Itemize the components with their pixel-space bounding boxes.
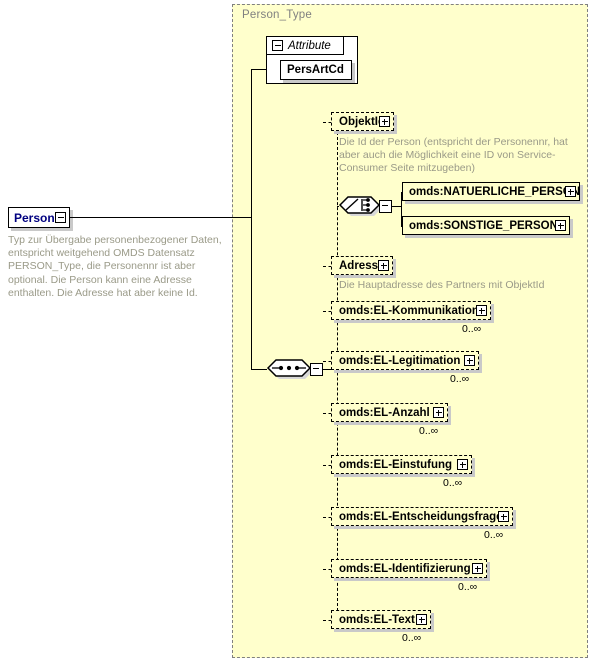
- attribute-group-label: Attribute: [288, 40, 331, 52]
- cardinality-el-identifizierung: 0..∞: [458, 581, 478, 593]
- cardinality-el-text: 0..∞: [402, 632, 422, 644]
- cardinality-el-anzahl: 0..∞: [419, 425, 439, 437]
- connector-choice-in: [337, 206, 339, 207]
- element-label-natuerliche-person: omds:NATUERLICHE_PERSON: [409, 186, 581, 198]
- connector-el-kommunikation: [323, 311, 337, 312]
- expand-icon-objektid[interactable]: [379, 116, 390, 127]
- collapse-icon-choice[interactable]: [379, 200, 392, 213]
- connector-el-einstufung: [323, 465, 337, 466]
- attribute-item-persartcd[interactable]: [280, 60, 352, 80]
- connector-choice-bus: [401, 192, 402, 226]
- type-container-person-type: [232, 4, 588, 658]
- attribute-group-header[interactable]: [266, 36, 344, 55]
- element-node-el-entscheidungsfrage[interactable]: [331, 504, 516, 526]
- cardinality-el-legitimation: 0..∞: [450, 373, 470, 385]
- root-element-annotation: Typ zur Übergabe personenbezogener Daten…: [8, 234, 222, 299]
- connector-el-identifizierung: [323, 569, 337, 570]
- cardinality-el-einstufung: 0..∞: [443, 477, 463, 489]
- connector-trunk-upper: [251, 69, 252, 218]
- connector-sequence-out: [323, 369, 337, 370]
- connector-el-anzahl: [323, 413, 337, 414]
- element-node-sonstige-person[interactable]: [402, 216, 570, 235]
- element-node-el-identifizierung[interactable]: [331, 556, 490, 578]
- element-node-el-text[interactable]: [331, 607, 434, 629]
- element-node-el-legitimation[interactable]: [331, 348, 482, 370]
- element-label-el-identifizierung: omds:EL-Identifizierung: [339, 563, 471, 575]
- element-label-el-anzahl: omds:EL-Anzahl: [339, 407, 430, 419]
- connector-to-attribute-panel: [251, 69, 267, 70]
- expand-icon-el-legitimation[interactable]: [464, 355, 475, 366]
- connector-choice-out: [392, 206, 401, 207]
- element-annotation-adresse: Die Hauptadresse des Partners mit Objekt…: [339, 279, 545, 291]
- connector-adresse: [323, 266, 337, 267]
- element-label-el-kommunikation: omds:EL-Kommunikation: [339, 305, 479, 317]
- expand-icon-natuerliche-person[interactable]: [565, 186, 576, 197]
- element-label-sonstige-person: omds:SONSTIGE_PERSON: [409, 220, 558, 232]
- element-label-el-entscheidungsfrage: omds:EL-Entscheidungsfrage: [339, 511, 503, 523]
- connector-sequence-bus: [337, 122, 338, 626]
- attribute-item-label: PersArtCd: [287, 64, 344, 76]
- element-node-objektid[interactable]: [331, 112, 394, 131]
- connector-trunk-lower: [251, 217, 252, 369]
- element-node-natuerliche-person[interactable]: [402, 182, 580, 201]
- expand-icon-el-identifizierung[interactable]: [472, 563, 483, 574]
- element-label-el-legitimation: omds:EL-Legitimation: [339, 355, 461, 367]
- expand-icon-el-kommunikation[interactable]: [476, 305, 487, 316]
- connector-el-legitimation: [323, 361, 337, 362]
- element-node-el-kommunikation[interactable]: [331, 298, 494, 320]
- collapse-icon-attribute[interactable]: [272, 40, 283, 51]
- cardinality-el-entscheidungsfrage: 0..∞: [484, 529, 504, 541]
- connector-objektid: [323, 122, 337, 123]
- collapse-icon-root[interactable]: [55, 212, 66, 223]
- expand-icon-el-entscheidungsfrage[interactable]: [498, 511, 509, 522]
- root-element-label: Person: [14, 211, 55, 225]
- expand-icon-adresse[interactable]: [378, 260, 389, 271]
- connector-el-text: [323, 620, 337, 621]
- element-label-el-einstufung: omds:EL-Einstufung: [339, 459, 453, 471]
- expand-icon-el-anzahl[interactable]: [433, 407, 444, 418]
- cardinality-el-kommunikation: 0..∞: [462, 323, 482, 335]
- collapse-icon-sequence[interactable]: [310, 363, 323, 376]
- element-label-objektid: ObjektId: [339, 116, 386, 128]
- choice-compositor-icon[interactable]: [338, 194, 384, 219]
- element-node-adresse[interactable]: [331, 256, 393, 275]
- connector-root-to-type: [69, 217, 251, 218]
- element-annotation-objektid: Die Id der Person (entspricht der Person…: [339, 136, 568, 175]
- element-label-el-text: omds:EL-Text: [339, 614, 415, 626]
- connector-to-sequence: [251, 369, 267, 370]
- expand-icon-el-text[interactable]: [416, 614, 427, 625]
- expand-icon-el-einstufung[interactable]: [457, 459, 468, 470]
- element-label-adresse: Adresse: [339, 260, 385, 272]
- connector-el-entscheidungsfrage: [323, 517, 337, 518]
- expand-icon-sonstige-person[interactable]: [555, 220, 566, 231]
- type-title: Person_Type: [242, 9, 312, 21]
- element-node-el-einstufung[interactable]: [331, 452, 475, 474]
